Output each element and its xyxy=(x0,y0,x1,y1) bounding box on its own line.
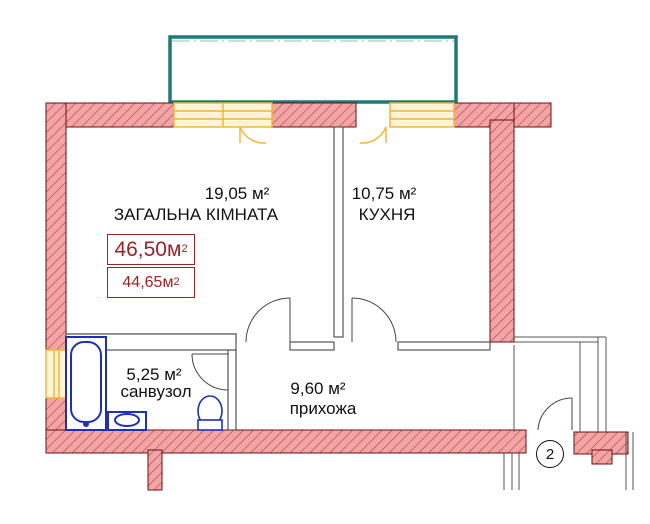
top-wall-middle xyxy=(271,102,357,128)
interior-partitions xyxy=(65,126,491,431)
stair-shaft xyxy=(503,336,634,490)
window-kitchen xyxy=(389,102,455,128)
right-wall xyxy=(489,119,515,343)
total-area-value: 46,50м xyxy=(114,237,182,261)
living-room-name: ЗАГАЛЬНА КІМНАТА xyxy=(114,205,279,224)
interior-doors xyxy=(191,297,573,431)
hallway-name: прихожа xyxy=(290,399,357,418)
hallway-area: 9,60 м² xyxy=(290,379,345,398)
living-area-value: 44,65м xyxy=(122,273,174,291)
left-wall-upper xyxy=(45,102,67,351)
bottom-wall xyxy=(45,429,527,454)
kitchen-area: 10,75 м² xyxy=(352,184,417,203)
bathroom-name: санвузол xyxy=(120,382,191,401)
kitchen-name: КУХНЯ xyxy=(359,205,416,224)
right-wall-cap xyxy=(513,102,552,128)
sink xyxy=(107,411,147,431)
bottom-wall-stub xyxy=(147,449,163,491)
partition-living-kitchen xyxy=(333,126,344,338)
bathroom-fixtures xyxy=(65,336,147,431)
stair-block-stub xyxy=(591,449,613,465)
living-area-unit-sup: 2 xyxy=(173,275,180,288)
window-living xyxy=(173,102,273,128)
windows xyxy=(45,102,455,399)
partition-kitchen-hall xyxy=(397,341,491,351)
partition-living-hall-mid xyxy=(289,341,335,351)
exterior-walls xyxy=(45,102,629,491)
door-bathroom xyxy=(191,353,229,391)
unit-number: 2 xyxy=(545,445,555,463)
bathroom-area: 5,25 м² xyxy=(126,365,181,384)
balcony xyxy=(168,35,458,104)
partition-bath-hall xyxy=(227,349,237,431)
living-room-area: 19,05 м² xyxy=(205,184,270,203)
door-entrance xyxy=(537,397,573,431)
toilet xyxy=(197,395,223,431)
doors xyxy=(239,126,387,144)
bathtub xyxy=(65,336,107,431)
total-area-unit-sup: 2 xyxy=(181,242,188,255)
door-kitchen xyxy=(351,297,397,343)
window-bathroom xyxy=(45,349,67,399)
balcony-door-living xyxy=(239,126,267,144)
door-living xyxy=(245,297,291,343)
unit-number-badge: 2 xyxy=(536,440,564,468)
balcony-door-kitchen xyxy=(359,126,387,144)
